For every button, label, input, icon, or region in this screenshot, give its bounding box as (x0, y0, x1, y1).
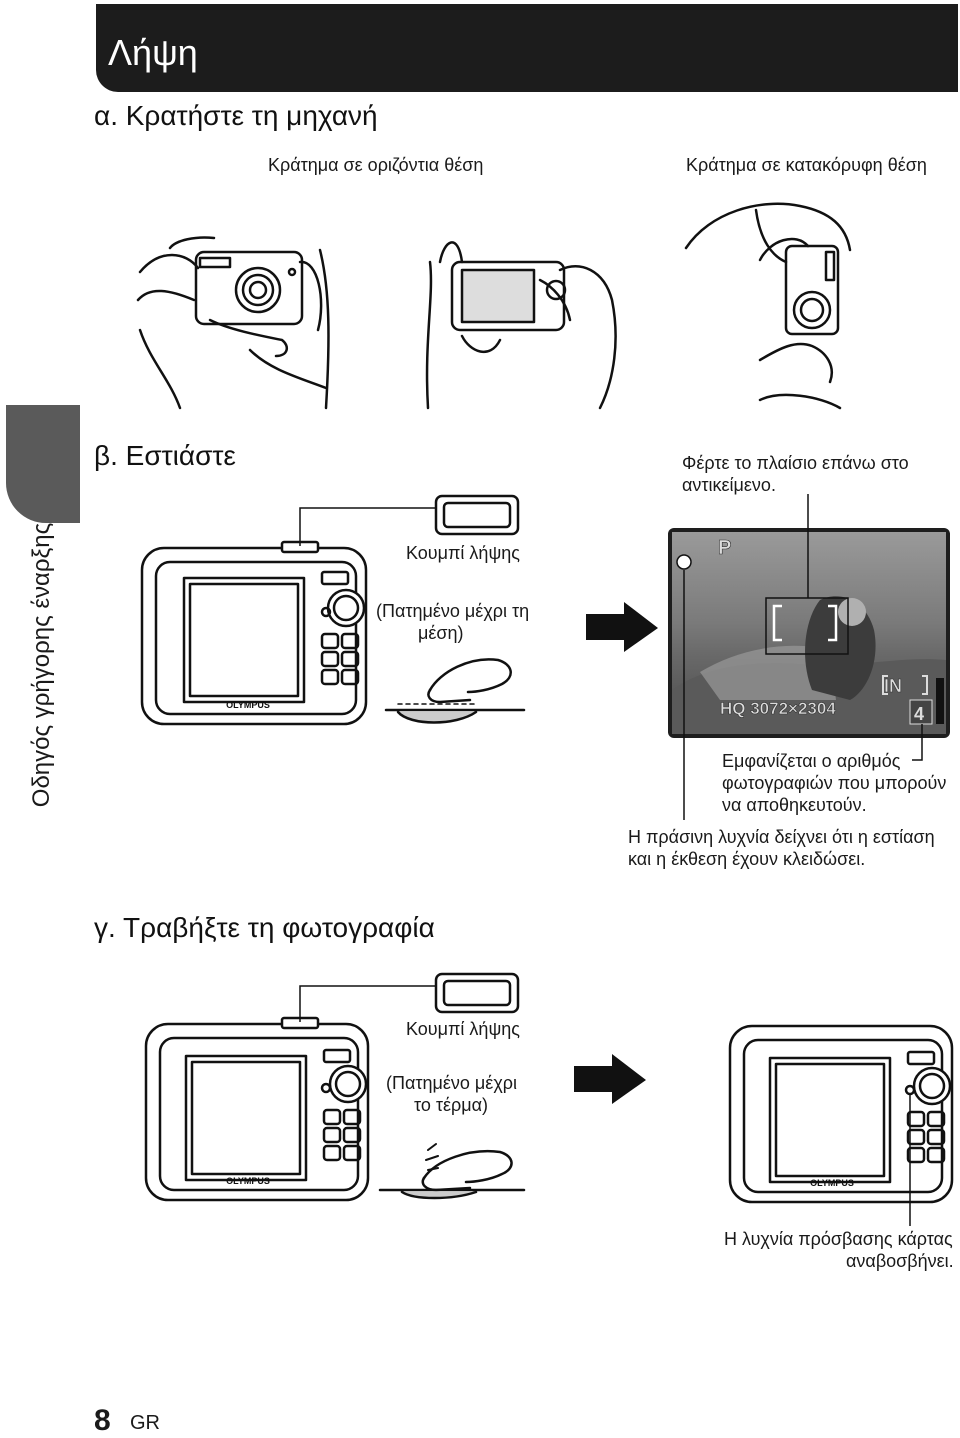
lcd-shot-count: 4 (914, 704, 924, 724)
camera-rear-horizontal (425, 241, 617, 410)
vertical-hold-caption: Κράτημα σε κατακόρυφη θέση (686, 155, 927, 175)
count-note-line3: να αποθηκευτούν. (722, 795, 867, 815)
camera-brand-c-left: OLYMPUS (226, 1176, 270, 1186)
access-note-line2: αναβοσβήνει. (846, 1251, 954, 1271)
finger-full-press-icon (378, 1143, 526, 1200)
page-title: Λήψη (108, 32, 198, 73)
camera-rear-b (140, 540, 368, 726)
camera-vertical-hold (684, 202, 852, 410)
half-press-line1: (Πατημένο μέχρι τη (376, 601, 530, 621)
full-press-line2: το τέρμα) (414, 1095, 489, 1115)
header-bar (96, 4, 958, 92)
camera-brand-c-right: OLYMPUS (810, 1178, 854, 1188)
count-note-line1: Εμφανίζεται ο αριθμός (722, 751, 901, 771)
section-a-heading: α. Κρατήστε τη μηχανή (94, 100, 378, 131)
camera-rear-c-left (144, 1016, 370, 1202)
camera-rear-c-right (728, 1024, 954, 1204)
horizontal-hold-caption: Κράτημα σε οριζόντια θέση (268, 155, 484, 175)
arrow-right-icon-c (574, 1054, 646, 1104)
frame-note-line2: αντικείμενο. (682, 475, 776, 495)
lcd-mode: P (718, 537, 731, 559)
frame-note-line1: Φέρτε το πλαίσιο επάνω στο (682, 453, 909, 473)
lcd-memory: IN (884, 676, 902, 696)
shutter-button-icon-c (434, 972, 520, 1014)
shutter-button-icon-b (434, 494, 520, 536)
section-c-heading: γ. Τραβήξτε τη φωτογραφία (94, 912, 435, 943)
lamp-note-line2: και η έκθεση έχουν κλειδώσει. (628, 849, 866, 869)
page-language: GR (130, 1412, 160, 1434)
full-press-line1: (Πατημένο μέχρι (386, 1073, 518, 1093)
arrow-right-icon-b (586, 602, 658, 652)
access-note-line1: Η λυχνία πρόσβασης κάρτας (724, 1229, 953, 1249)
count-note-line2: φωτογραφιών που μπορούν (722, 773, 947, 793)
side-tab (6, 405, 80, 523)
lcd-quality: HQ 3072×2304 (720, 699, 836, 718)
half-press-line2: μέση) (418, 623, 464, 643)
page-number: 8 (94, 1404, 111, 1437)
lcd-preview: P IN HQ 3072×2304 4 (668, 528, 950, 738)
lamp-note-line1: Η πράσινη λυχνία δείχνει ότι η εστίαση (628, 827, 935, 847)
camera-brand-b: OLYMPUS (226, 700, 270, 710)
section-b-heading: β. Εστιάστε (94, 440, 236, 471)
shutter-button-label-c: Κουμπί λήψης (406, 1019, 520, 1039)
shutter-button-label: Κουμπί λήψης (406, 543, 520, 563)
finger-half-press-icon (384, 658, 526, 724)
camera-front-horizontal (136, 236, 330, 410)
